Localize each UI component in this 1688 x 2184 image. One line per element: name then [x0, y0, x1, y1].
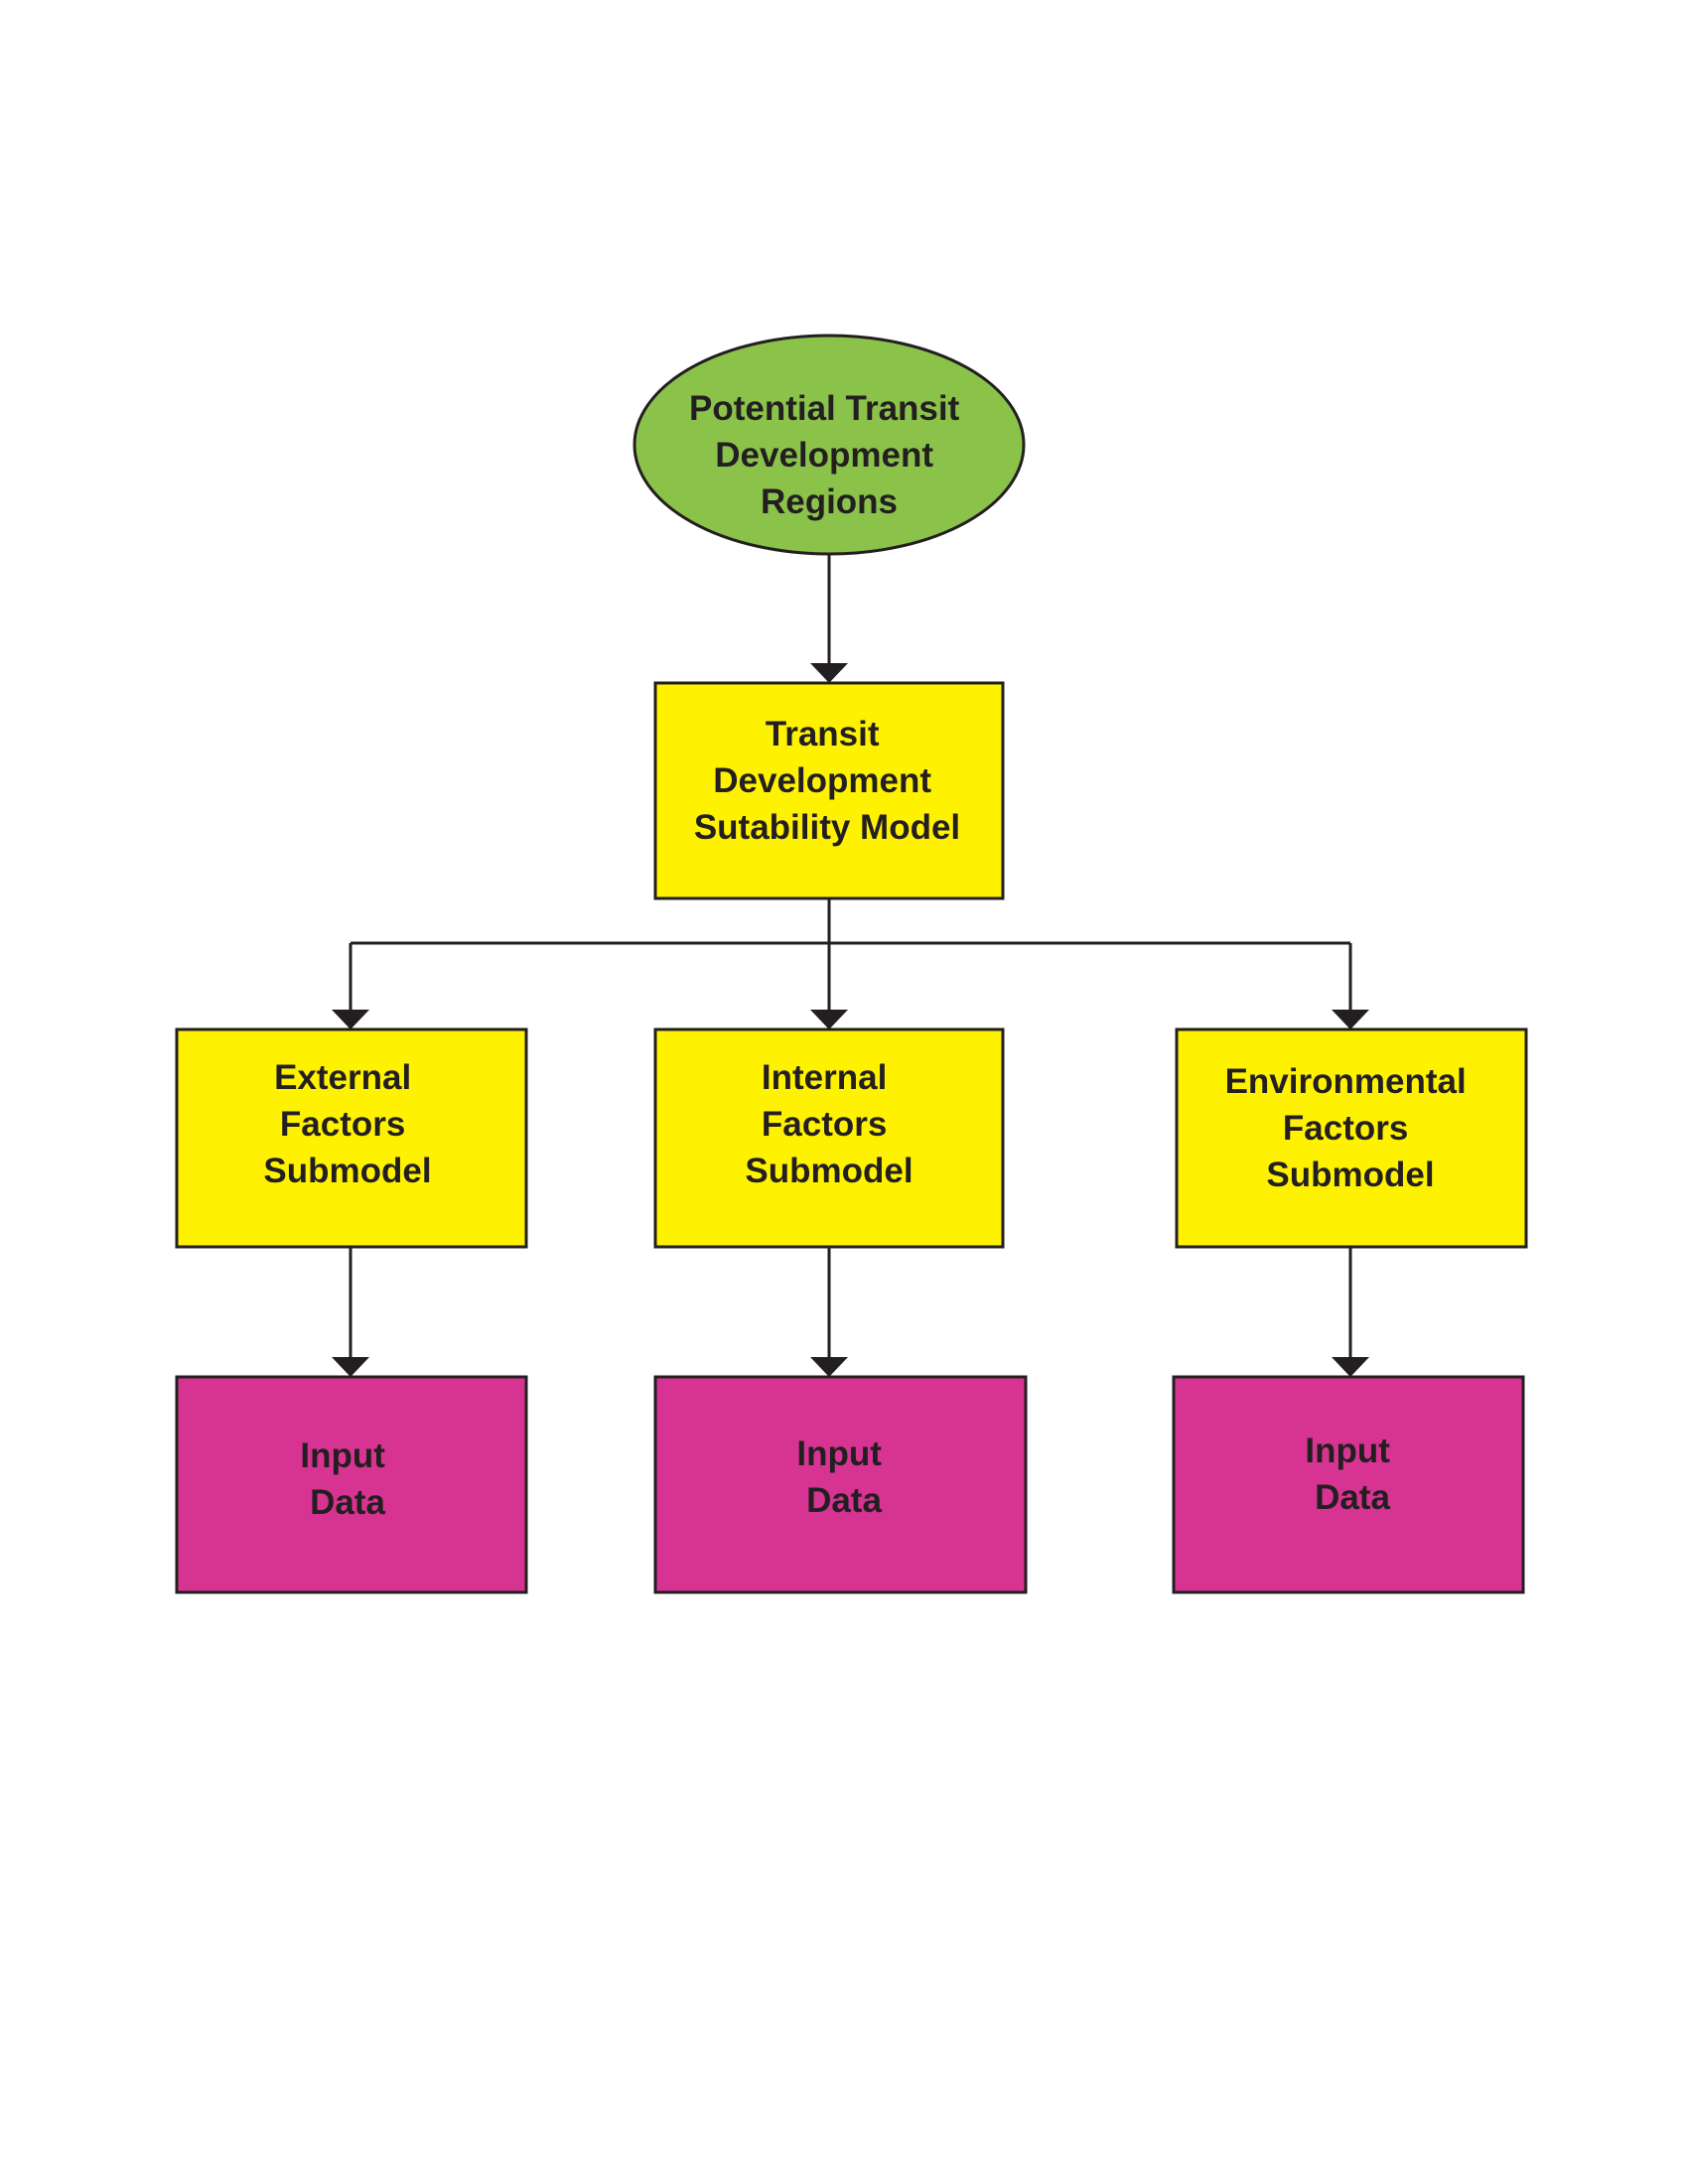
input-internal-line-1: Input [796, 1434, 882, 1473]
input-external-line-1: Input [300, 1436, 385, 1475]
arrowhead-model [810, 663, 848, 683]
input-internal-label: Input Data [796, 1434, 891, 1520]
model-label-line-3: Sutability Model [694, 808, 960, 847]
input-external-label: Input Data [300, 1436, 394, 1522]
submodel-internal-node: Internal Factors Submodel [653, 1027, 1005, 1249]
arrowhead-submodel-environmental [1332, 1010, 1369, 1029]
input-external-node: Input Data [175, 1375, 528, 1594]
submodel-external-line-2: Factors [280, 1105, 405, 1144]
input-internal-node: Input Data [653, 1375, 1028, 1594]
model-box [653, 681, 1005, 900]
input-external-line-2: Data [310, 1483, 385, 1522]
input-internal-box [653, 1375, 1028, 1594]
submodel-internal-line-1: Internal [762, 1058, 887, 1097]
submodel-external-line-3: Submodel [263, 1152, 431, 1190]
input-environmental-box [1172, 1375, 1525, 1594]
submodel-environmental-line-3: Submodel [1266, 1156, 1434, 1194]
arrowhead-submodel-external [332, 1010, 369, 1029]
root-node: Potential Transit Development Regions [633, 334, 1026, 556]
submodel-environmental-line-2: Factors [1283, 1109, 1408, 1148]
submodel-external-node: External Factors Submodel [175, 1027, 528, 1249]
submodel-internal-label: Internal Factors Submodel [745, 1058, 913, 1190]
root-label: Potential Transit Development Regions [689, 389, 969, 521]
input-external-box [175, 1375, 528, 1594]
root-label-line-2: Development [715, 436, 933, 475]
submodel-environmental-node: Environmental Factors Submodel [1175, 1027, 1528, 1249]
input-environmental-line-1: Input [1305, 1432, 1390, 1470]
submodel-internal-box [653, 1027, 1005, 1249]
submodel-internal-line-2: Factors [762, 1105, 887, 1144]
submodel-internal-line-3: Submodel [745, 1152, 913, 1190]
input-internal-line-2: Data [806, 1481, 882, 1520]
submodel-environmental-label: Environmental Factors Submodel [1225, 1062, 1477, 1194]
submodel-environmental-line-1: Environmental [1225, 1062, 1467, 1101]
input-environmental-node: Input Data [1172, 1375, 1525, 1594]
model-label: Transit Development Sutability Model [694, 715, 960, 847]
arrowhead-input-external [332, 1357, 369, 1377]
submodel-environmental-box [1175, 1027, 1528, 1249]
root-ellipse [633, 334, 1026, 556]
model-label-line-1: Transit [766, 715, 880, 753]
arrowhead-input-internal [810, 1357, 848, 1377]
arrowhead-input-environmental [1332, 1357, 1369, 1377]
input-environmental-label: Input Data [1305, 1432, 1399, 1517]
submodel-external-line-1: External [274, 1058, 411, 1097]
submodel-external-label: External Factors Submodel [263, 1058, 431, 1190]
model-label-line-2: Development [713, 761, 931, 800]
input-environmental-line-2: Data [1315, 1478, 1390, 1517]
root-label-line-1: Potential Transit [689, 389, 960, 428]
arrowhead-submodel-internal [810, 1010, 848, 1029]
model-node: Transit Development Sutability Model [653, 681, 1005, 900]
connectors [332, 552, 1369, 1377]
root-label-line-3: Regions [761, 482, 898, 521]
submodel-external-box [175, 1027, 528, 1249]
